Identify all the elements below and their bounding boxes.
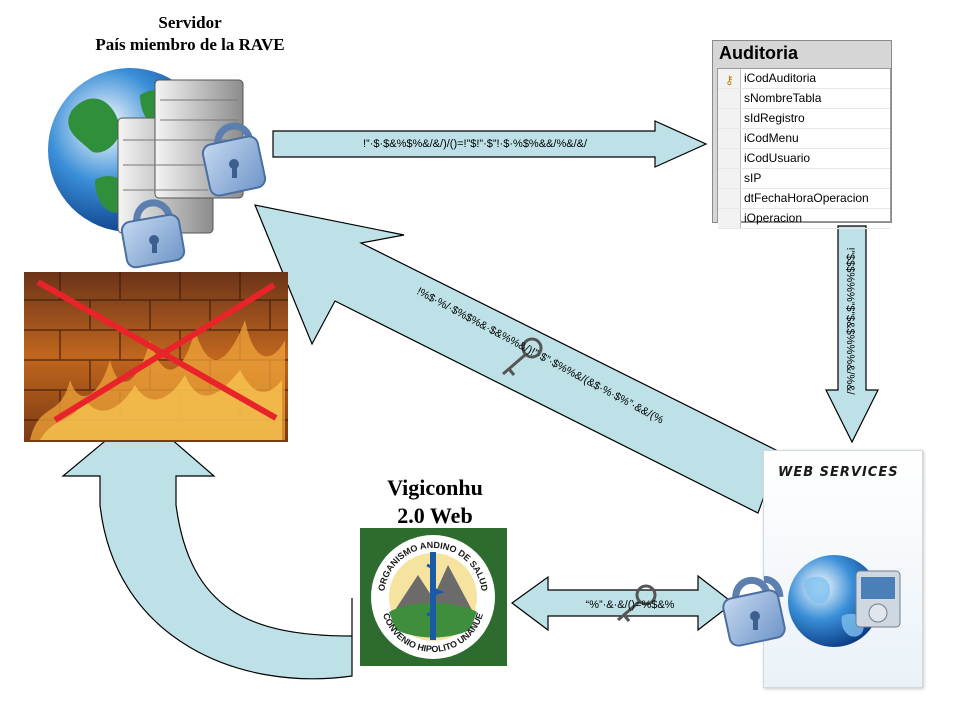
key-icon (502, 337, 543, 376)
organismo-andino-logo: ORGANISMO ANDINO DE SALUD CONVENIO HIPOL… (360, 528, 507, 666)
server-title-line1: Servidor (158, 13, 222, 32)
primary-key-icon: ⚷ (725, 73, 734, 87)
arrow-label-audit-to-webservices: !”$$$%%%”$”$&$%%%&/%&/ (844, 247, 856, 395)
lock-icon (120, 199, 186, 269)
arrow-audit-to-webservices (825, 225, 879, 444)
server-icon (48, 68, 244, 234)
server-title-line2: País miembro de la RAVE (95, 35, 285, 54)
web-services-graphic (764, 555, 901, 647)
media-icon (855, 570, 901, 628)
cross-icon (36, 279, 278, 423)
table-row: iCodUsuario (718, 149, 890, 169)
arrow-vigiconhu-to-firewall (61, 411, 353, 680)
audit-table: Auditoria ⚷iCodAuditoria sNombreTabla sI… (712, 40, 892, 229)
arrow-label-vigiconhu-webservices: “%”·&·&/()=%$&% (585, 599, 675, 611)
table-row: dtFechaHoraOperacion (718, 189, 890, 209)
lock-icon (722, 577, 786, 647)
vigiconhu-title-line1: Vigiconhu (387, 475, 483, 500)
table-row: sIP (718, 169, 890, 189)
table-row: ⚷iCodAuditoria (718, 69, 890, 89)
table-row: iCodMenu (718, 129, 890, 149)
arrow-server-to-audit (272, 120, 708, 168)
arrow-label-server-to-audit: !”·$·$&%$%&/&/)/()=!”$!”·$”!·$·%$%&&/%&/… (362, 138, 588, 150)
table-row: sIdRegistro (718, 109, 890, 129)
lock-icon (764, 576, 784, 598)
table-row: iOperacion (718, 209, 890, 229)
server-title: Servidor País miembro de la RAVE (40, 12, 340, 56)
vigiconhu-title-line2: 2.0 Web (397, 503, 473, 528)
table-row: sNombreTabla (718, 89, 890, 109)
audit-field-list: ⚷iCodAuditoria sNombreTabla sIdRegistro … (717, 68, 891, 229)
vigiconhu-title: Vigiconhu 2.0 Web (360, 474, 510, 530)
arrow-webservices-to-server (254, 204, 781, 514)
web-services-panel: WEB SERVICES (763, 450, 923, 688)
audit-table-title: Auditoria (719, 43, 798, 63)
key-icon (617, 584, 657, 622)
lock-icon (201, 122, 267, 197)
web-services-label: WEB SERVICES (778, 465, 899, 480)
